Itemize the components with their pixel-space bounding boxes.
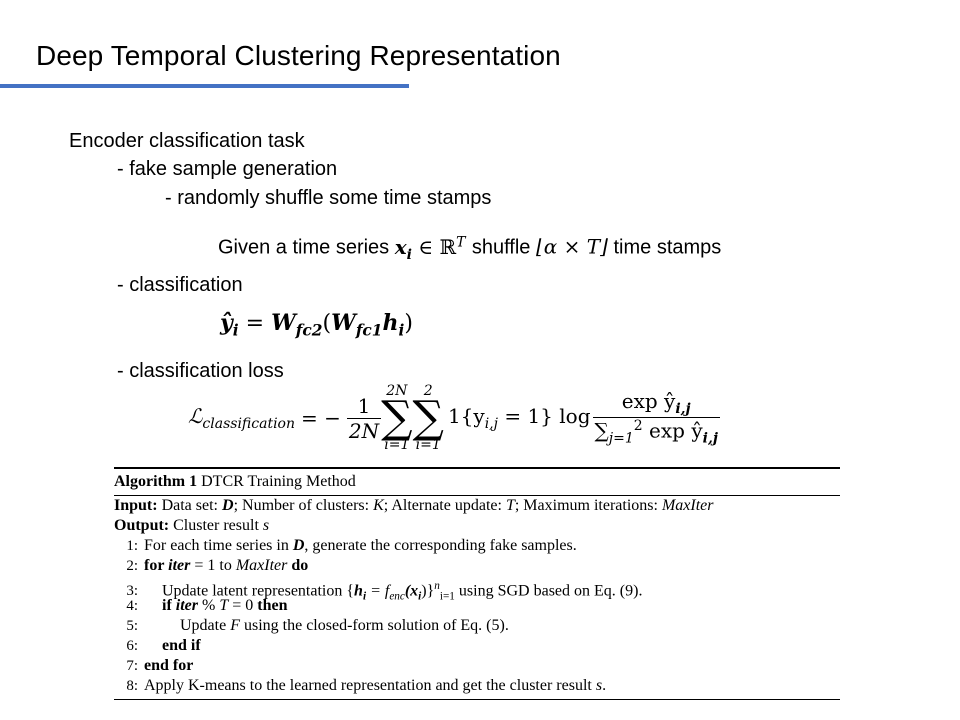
algo-line-5: 5:Update F using the closed-form solutio… <box>126 617 509 634</box>
title-underline <box>0 84 409 88</box>
text-encoder-task: Encoder classification task <box>69 130 305 152</box>
algo-line-3: 3:Update latent representation {hi = fen… <box>126 580 643 603</box>
indicator: 1{yi,j = 1} log <box>447 404 591 432</box>
softmax-frac: exp ŷi,j ∑j=12 exp ŷi,j <box>592 389 720 447</box>
x-symbol: x <box>394 234 407 259</box>
text-classification: - classification <box>117 274 243 296</box>
algo-line-8: 8:Apply K-means to the learned represent… <box>126 677 607 694</box>
text-fake-sample: - fake sample generation <box>117 158 338 180</box>
eq-yhat: ŷi = Wfc2(Wfc1hi) <box>220 310 413 340</box>
yhat-symbol: ŷ <box>220 310 233 336</box>
text-classification-loss: - classification loss <box>117 360 284 382</box>
yhat-sub: i <box>232 321 239 340</box>
text-shuffle: - randomly shuffle some time stamps <box>165 187 492 209</box>
algo-output: Output: Cluster result s <box>114 517 270 534</box>
algo-line-2: 2:for iter = 1 to MaxIter do <box>126 557 309 574</box>
algo-top-rule <box>114 467 840 469</box>
algo-header: Algorithm 1 DTCR Training Method <box>114 473 356 490</box>
x-sub: i <box>406 246 412 263</box>
T-sup: T <box>456 234 466 250</box>
loss-symbol: ℒclassification <box>188 404 295 432</box>
in-reals: ∈ ℝ <box>412 234 457 259</box>
algo-line-7: 7:end for <box>126 657 194 674</box>
algo-mid-rule <box>114 495 840 496</box>
given-prefix: Given a time series <box>218 236 390 259</box>
algo-line-6: 6:end if <box>126 637 201 654</box>
algo-line-4: 4:if iter % T = 0 then <box>126 597 288 614</box>
algo-bottom-rule <box>114 699 840 700</box>
sum-outer: 2N∑i=1 <box>381 383 413 453</box>
given-shuffle: shuffle <box>471 236 531 259</box>
loss-equals: = − <box>301 406 341 430</box>
given-line: Given a time series xi ∈ ℝT shuffle ⌊α ×… <box>218 234 721 263</box>
W2-symbol: W <box>271 310 296 336</box>
h-symbol: h <box>382 310 399 336</box>
W1-sub: fc1 <box>355 321 383 340</box>
h-sub: i <box>398 321 405 340</box>
given-suffix: time stamps <box>613 236 722 259</box>
algo-input: Input: Data set: D; Number of clusters: … <box>114 497 714 514</box>
algo-line-1: 1:For each time series in D, generate th… <box>126 537 577 554</box>
algorithm-box: Algorithm 1 DTCR Training Method Input: … <box>114 467 840 700</box>
sum-inner: 2∑i=1 <box>412 383 444 453</box>
floor-expr: ⌊α × T⌋ <box>535 234 608 259</box>
given-math: xi ∈ ℝT <box>394 234 472 263</box>
W1-symbol: W <box>331 310 356 336</box>
slide-title: Deep Temporal Clustering Representation <box>36 40 561 71</box>
W2-sub: fc2 <box>295 321 323 340</box>
equals: = <box>238 311 272 336</box>
